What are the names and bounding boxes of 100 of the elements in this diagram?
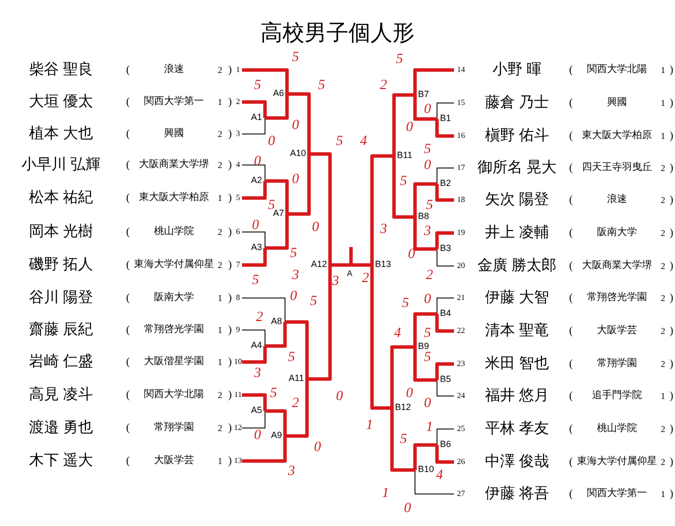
player-name: 大垣 優太	[28, 94, 94, 110]
bracket-line	[285, 379, 309, 438]
match-label: A5	[250, 406, 262, 415]
bracket-line	[242, 164, 266, 182]
seed-number: 20	[456, 262, 466, 270]
bracket-line	[287, 154, 311, 216]
bracket-line	[413, 217, 437, 251]
seed-number: 15	[456, 99, 466, 107]
parenthesis: )	[668, 228, 674, 238]
school-name: 桃山学院	[153, 227, 195, 237]
match-label: A10	[290, 149, 306, 158]
bracket-line	[436, 102, 454, 120]
school-name: 常翔啓光学園	[586, 293, 648, 303]
grade-number: 2	[216, 424, 224, 432]
school-name: 常翔学園	[596, 359, 638, 369]
parenthesis: (	[568, 98, 574, 108]
handwritten-score: 0	[406, 121, 413, 135]
bracket-line	[242, 298, 286, 322]
handwritten-score: 0	[406, 387, 413, 401]
parenthesis: (	[125, 356, 131, 368]
grade-number: 2	[660, 326, 666, 336]
seed-number: 18	[456, 196, 466, 204]
parenthesis: (	[125, 292, 131, 304]
seed-number: 23	[456, 360, 466, 368]
grade-number: 1	[660, 490, 666, 498]
grade-number: 2	[660, 228, 666, 238]
match-label: B13	[375, 260, 392, 269]
school-name: 関西大学第一	[586, 489, 648, 499]
bracket-line	[435, 445, 454, 464]
grade-number: 2	[660, 164, 666, 172]
school-name: 四天王寺羽曳丘	[581, 163, 653, 173]
bracket-line	[242, 330, 266, 346]
parenthesis: )	[227, 64, 233, 76]
handwritten-score: 0	[292, 173, 299, 187]
grade-number: 2	[660, 458, 666, 466]
handwritten-score: 5	[402, 297, 409, 311]
handwritten-score: 0	[312, 221, 319, 235]
handwritten-score: 0	[336, 390, 343, 404]
player-name: 藤倉 乃士	[484, 96, 550, 110]
match-label: A6	[272, 89, 284, 98]
school-name: 阪南大学	[596, 228, 638, 238]
grade-number: 2	[660, 424, 666, 434]
parenthesis: )	[227, 128, 233, 140]
seed-number: 25	[456, 425, 466, 433]
parenthesis: )	[227, 356, 233, 368]
player-name: 伊藤 大智	[484, 290, 550, 306]
handwritten-score: 2	[426, 269, 433, 283]
seed-number: 13	[234, 457, 242, 465]
handwritten-score: 0	[254, 429, 261, 443]
school-name: 関西大学第一	[143, 97, 205, 107]
handwritten-score: 3	[332, 275, 339, 289]
school-name: 浪速	[163, 65, 185, 75]
match-label: B5	[440, 375, 452, 384]
school-name: 興國	[606, 98, 628, 108]
bracket-line	[436, 428, 454, 446]
seed-number: 16	[456, 132, 466, 140]
school-name: 阪南大学	[153, 293, 195, 303]
parenthesis: (	[568, 64, 574, 76]
match-label: B3	[440, 244, 452, 253]
school-name: 東海大学付属仰星	[134, 260, 214, 270]
grade-number: 1	[216, 294, 224, 302]
grade-number: 2	[660, 294, 666, 302]
grade-number: 2	[216, 66, 224, 74]
parenthesis: (	[568, 456, 574, 468]
grade-number: 2	[216, 228, 224, 236]
match-label: A3	[250, 243, 262, 252]
handwritten-score: 1	[366, 419, 373, 433]
school-name: 常翔学園	[153, 423, 195, 433]
handwritten-score: 5	[400, 433, 407, 447]
bracket-line	[436, 168, 454, 184]
parenthesis: )	[668, 456, 674, 468]
grade-number: 1	[216, 98, 224, 106]
bracket-line	[390, 345, 415, 408]
handwritten-score: 5	[424, 351, 431, 365]
player-name: 御所名 晃大	[476, 160, 558, 176]
handwritten-score: 5	[254, 79, 261, 93]
handwritten-score: 3	[292, 269, 299, 283]
handwritten-score: 5	[292, 51, 299, 65]
parenthesis: (	[125, 64, 131, 76]
parenthesis: )	[227, 324, 233, 336]
parenthesis: (	[568, 326, 574, 336]
bracket-line	[435, 184, 454, 202]
handwritten-score: 5	[288, 351, 295, 365]
bracket-line	[435, 314, 454, 333]
handwritten-score: 5	[268, 199, 275, 213]
parenthesis: )	[227, 422, 233, 434]
parenthesis: (	[125, 160, 131, 170]
match-label: B2	[440, 179, 452, 188]
seed-number: 6	[235, 228, 241, 236]
parenthesis: )	[668, 130, 674, 142]
match-label: A8	[270, 317, 282, 326]
match-label: A11	[288, 374, 304, 383]
school-name: 大阪商業大学堺	[581, 261, 653, 271]
player-name: 小野 暉	[492, 62, 542, 78]
match-label: B9	[418, 342, 430, 351]
bracket-line	[436, 380, 454, 396]
handwritten-score: 0	[408, 248, 415, 262]
handwritten-score: 5	[270, 387, 277, 401]
parenthesis: (	[568, 488, 574, 500]
seed-number: 14	[456, 66, 466, 74]
